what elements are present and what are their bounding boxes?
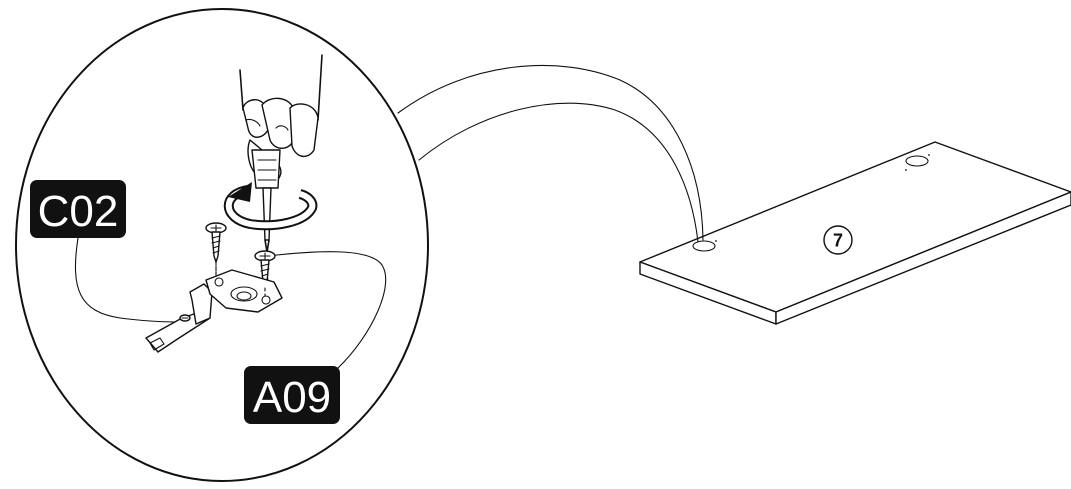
magnifier-circle: [16, 9, 428, 481]
callout-lines: [398, 65, 703, 242]
callout-line-lower: [419, 103, 698, 242]
part-label-hinge-text: C02: [38, 187, 119, 236]
step-number: 7: [833, 231, 843, 251]
part-label-screw: A09: [244, 366, 340, 424]
part-label-screw-text: A09: [253, 373, 331, 422]
detail-magnifier: [16, 9, 428, 481]
callout-line-upper: [398, 65, 703, 240]
board-panel: 7: [640, 142, 1071, 324]
screwdriver-shaft: [263, 188, 271, 240]
screwdriver-handle: [252, 150, 280, 188]
step-marker: 7: [824, 226, 852, 254]
finger-ring: [290, 104, 318, 156]
part-label-hinge: C02: [30, 180, 126, 238]
